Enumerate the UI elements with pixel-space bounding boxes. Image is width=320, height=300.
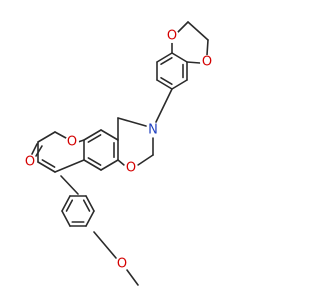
single-bond [171, 79, 188, 90]
single-bond [77, 139, 85, 143]
single-bond [85, 210, 95, 227]
single-bond [54, 131, 67, 139]
single-bond [31, 143, 38, 155]
single-bond [206, 39, 209, 56]
single-bond [155, 88, 173, 123]
atom-o-methoxy: O [115, 257, 129, 272]
atom-label-n: N [148, 123, 158, 138]
single-bond [100, 159, 119, 171]
atom-label-o: O [117, 257, 127, 272]
single-bond [126, 269, 139, 286]
double-bond-inner [87, 134, 102, 143]
single-bond [177, 21, 189, 33]
single-bond [187, 21, 209, 41]
single-bond [137, 154, 154, 166]
double-bond-inner [65, 199, 74, 212]
atom-n-oxazine: N [146, 123, 160, 138]
single-bond [100, 129, 119, 141]
double-bond-inner [160, 56, 173, 66]
atom-label-o: O [25, 155, 35, 170]
single-bond [186, 61, 201, 64]
atom-label-o: O [67, 135, 77, 150]
atom-label-o: O [202, 55, 212, 70]
bond-layer [31, 21, 209, 286]
single-bond [156, 52, 173, 63]
double-bond-inner [35, 145, 43, 157]
double-bond-inner [82, 199, 91, 212]
double-bond-inner [160, 76, 173, 86]
single-bond [61, 195, 71, 212]
single-bond [156, 79, 173, 90]
single-bond [117, 159, 125, 166]
chemical-structure-diagram: O O N O O O O [23, 21, 214, 286]
single-bond [93, 231, 117, 259]
atom-o-carbonyl: O [23, 155, 37, 170]
atom-o-pyranone-ring: O [65, 135, 79, 150]
single-bond [61, 210, 71, 227]
single-bond [83, 159, 102, 171]
atom-label-o: O [167, 29, 177, 44]
atom-label-layer: O O N O O O O [23, 29, 214, 272]
single-bond [85, 195, 95, 212]
atom-label-o: O [126, 161, 136, 176]
single-bond [37, 161, 56, 173]
atom-o-dioxane-top: O [165, 29, 179, 44]
single-bond [83, 129, 102, 141]
single-bond [171, 52, 188, 63]
atom-o-oxazine: O [124, 161, 138, 176]
double-bond-inner [41, 159, 56, 168]
single-bond [37, 131, 56, 143]
single-bond [54, 159, 85, 173]
single-bond [117, 117, 147, 127]
atom-o-dioxane-right: O [200, 55, 214, 70]
double-bond-inner [87, 157, 102, 166]
single-bond [60, 175, 79, 195]
